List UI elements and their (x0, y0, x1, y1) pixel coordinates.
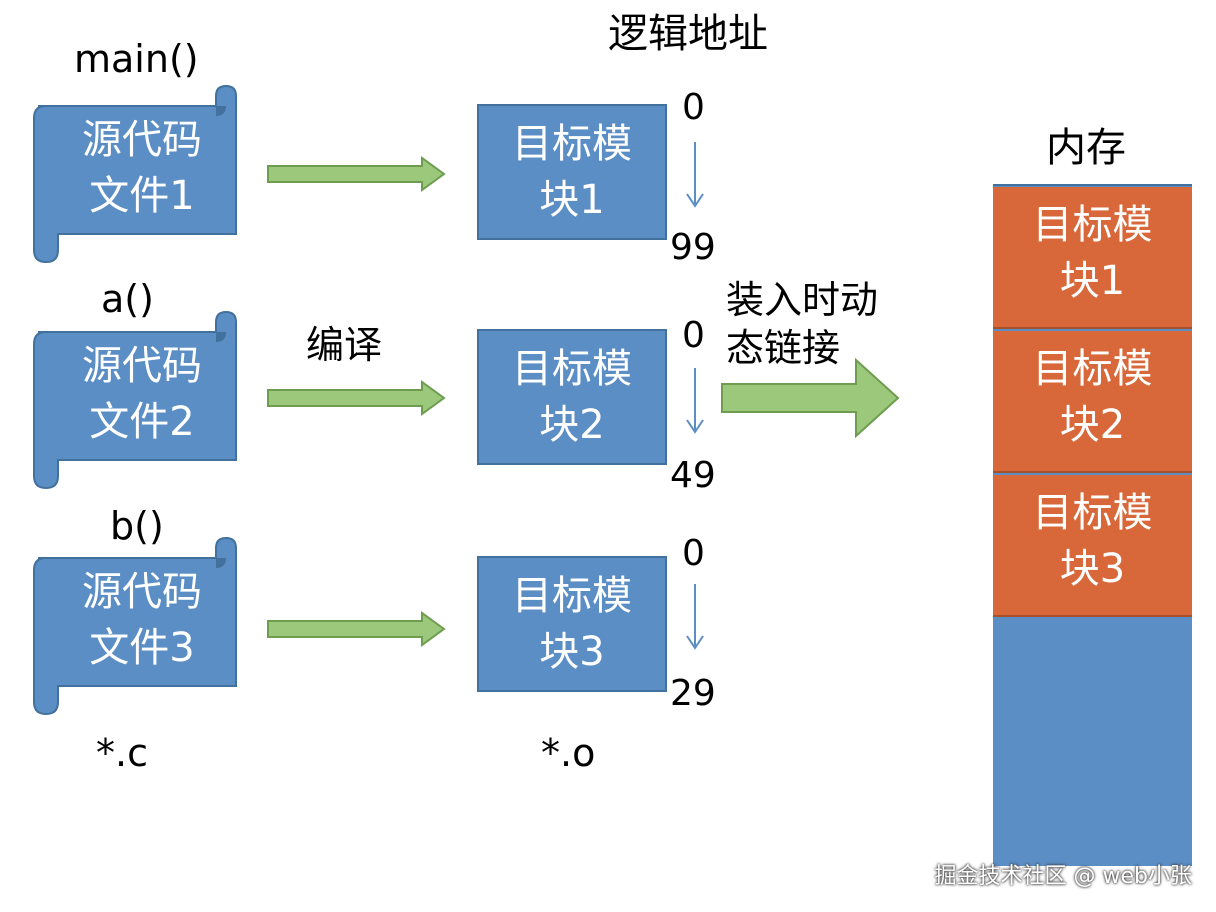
module-3-end-address: 29 (670, 673, 716, 714)
source-line2: 文件1 (89, 173, 195, 219)
module-line2: 块3 (539, 629, 605, 675)
load-dynamic-link-label: 装入时动 态链接 (726, 278, 879, 370)
source-ext-label: *.c (96, 731, 148, 775)
load-arrow (721, 357, 900, 439)
module-line2: 块1 (539, 177, 605, 223)
scroll-shape (33, 536, 237, 716)
source-func-label-3: b() (110, 504, 164, 548)
memory-title: 内存 (1046, 125, 1126, 171)
memory-block-line1: 目标模 (1032, 490, 1153, 536)
compile-arrow-2 (267, 380, 446, 416)
memory-block-line1: 目标模 (1032, 202, 1153, 248)
object-module-1: 目标模 块1 (477, 104, 667, 240)
source-file-3: 源代码 文件3 (16, 536, 238, 716)
memory-block-line1: 目标模 (1032, 346, 1153, 392)
source-line2: 文件3 (89, 625, 195, 671)
source-line2: 文件2 (89, 399, 195, 445)
module-line1: 目标模 (512, 121, 632, 167)
compile-arrow-1 (267, 156, 446, 192)
source-func-label-1: main() (74, 37, 199, 81)
address-range-arrow-2 (686, 368, 704, 434)
module-3-start-address: 0 (682, 533, 705, 574)
module-2-end-address: 49 (670, 455, 716, 496)
scroll-shape (33, 84, 237, 264)
memory-block-2: 目标模 块2 (993, 331, 1192, 473)
memory-block-1: 目标模 块1 (993, 187, 1192, 329)
memory-block-line2: 块1 (1059, 258, 1126, 304)
memory-block-line2: 块3 (1059, 546, 1126, 592)
source-file-2: 源代码 文件2 (16, 310, 238, 490)
module-2-start-address: 0 (682, 315, 705, 356)
compile-label: 编译 (306, 323, 383, 367)
scroll-shape (33, 310, 237, 490)
module-1-start-address: 0 (682, 87, 705, 128)
address-range-arrow-1 (686, 142, 704, 208)
memory-block-3: 目标模 块3 (993, 475, 1192, 617)
compile-arrow-3 (267, 611, 446, 647)
source-line1: 源代码 (82, 343, 202, 389)
logical-address-title: 逻辑地址 (608, 11, 768, 57)
watermark: 掘金技术社区 @ web小张 (934, 864, 1192, 889)
source-file-1: 源代码 文件1 (16, 84, 238, 264)
source-line1: 源代码 (82, 569, 202, 615)
object-module-2: 目标模 块2 (477, 329, 667, 465)
module-line2: 块2 (539, 402, 605, 448)
object-module-3: 目标模 块3 (477, 556, 667, 692)
source-func-label-2: a() (101, 277, 154, 321)
object-ext-label: *.o (541, 731, 596, 775)
source-line1: 源代码 (82, 117, 202, 163)
memory-block-line2: 块2 (1059, 402, 1126, 448)
module-line1: 目标模 (512, 346, 632, 392)
address-range-arrow-3 (686, 584, 704, 650)
module-line1: 目标模 (512, 573, 632, 619)
module-1-end-address: 99 (670, 227, 716, 268)
